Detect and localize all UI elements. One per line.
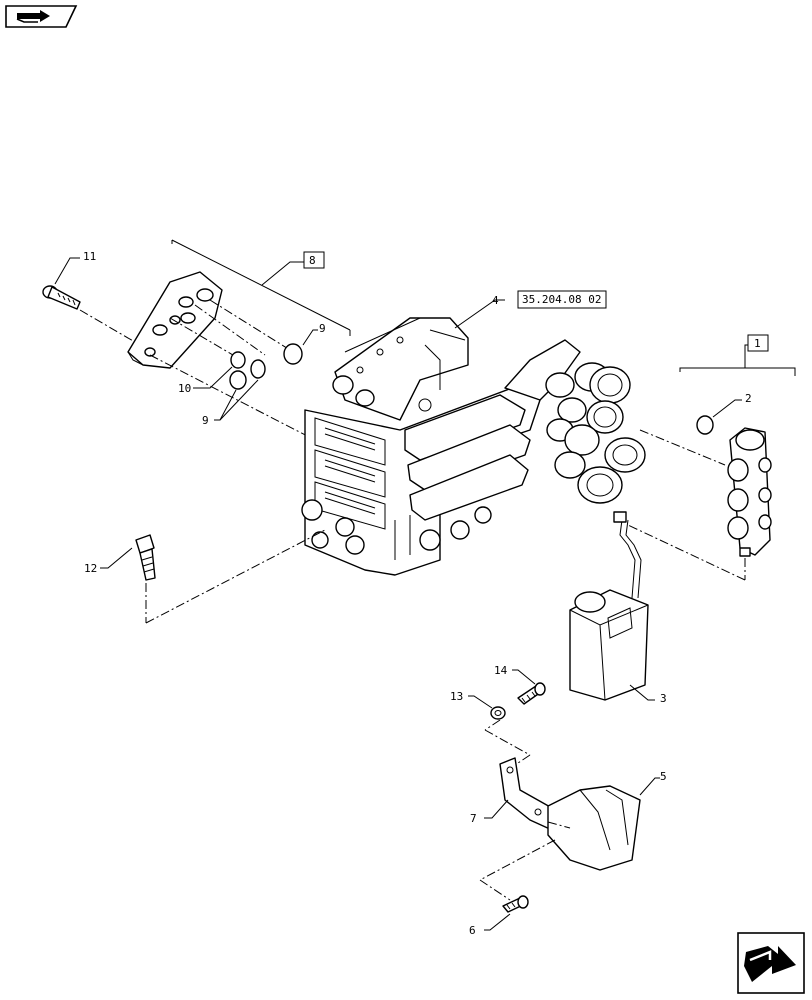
callout-9-bottom: 9 [202,414,209,427]
callout-3: 3 [660,692,667,705]
kit-bracket-1 [679,334,796,376]
washer-13 [490,706,506,720]
callout-12: 12 [84,562,97,575]
kit-bracket-8 [171,239,351,336]
o-rings [229,343,303,390]
bolt-12 [135,534,156,581]
reference-main-valve[interactable]: 35.204.08 02 [522,293,601,306]
callout-10: 10 [178,382,191,395]
screw-14 [517,682,546,705]
callout-13: 13 [450,690,463,703]
book-arrow-icon[interactable] [5,5,78,28]
callout-4: 4 [492,294,499,307]
screw-6 [502,895,529,913]
bolt-11 [42,285,81,310]
reservoir-3 [569,511,649,701]
callout-6: 6 [469,924,476,937]
callout-8: 8 [309,254,316,267]
callout-7: 7 [470,812,477,825]
flange-plate [127,271,223,369]
o-ring-2 [696,415,714,435]
callout-2: 2 [745,392,752,405]
callout-14: 14 [494,664,508,677]
reference-box [517,290,607,309]
callout-5: 5 [660,770,667,783]
bracket-7 [499,757,553,831]
coupler-block [727,427,772,557]
callout-1: 1 [754,337,761,350]
callout-11: 11 [83,250,96,263]
next-page-arrow-icon[interactable] [737,932,805,994]
shroud-5 [547,785,641,871]
control-valve-block [301,317,541,576]
coupler-manifold [504,339,646,504]
callout-9-top: 9 [319,322,326,335]
